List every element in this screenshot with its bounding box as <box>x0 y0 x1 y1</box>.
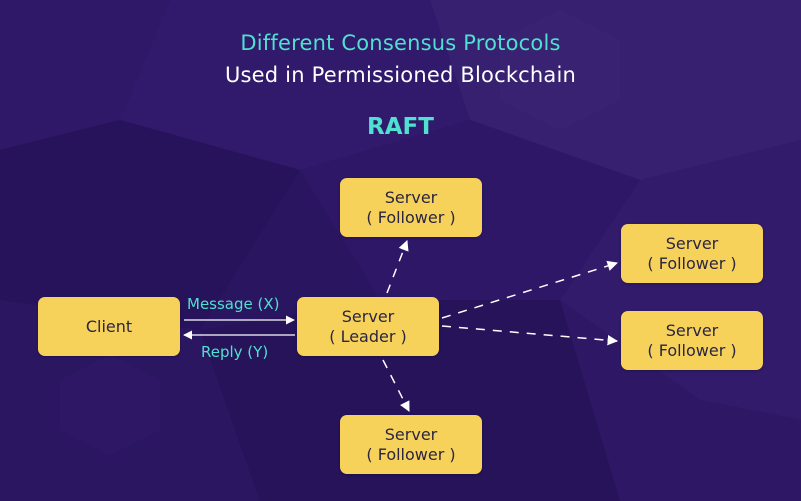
follower-right-1-role: ( Follower ) <box>647 253 737 273</box>
follower-bottom-title: Server <box>384 424 438 444</box>
client-node: Client <box>38 297 180 356</box>
follower-right-2-title: Server <box>665 320 719 340</box>
message-edge-label: Message (X) <box>187 295 280 313</box>
follower-top-title: Server <box>384 187 438 207</box>
follower-server-node-right-1: Server ( Follower ) <box>621 224 763 283</box>
follower-right-2-role: ( Follower ) <box>647 340 737 360</box>
diagram-title-line-1: Different Consensus Protocols <box>240 31 561 55</box>
follower-server-node-top: Server ( Follower ) <box>340 178 482 237</box>
follower-top-role: ( Follower ) <box>366 207 456 227</box>
reply-edge-label: Reply (Y) <box>201 343 269 361</box>
edge-leader-to-follower-top <box>386 240 409 294</box>
edge-leader-to-follower-right-1 <box>441 260 619 319</box>
leader-node-title: Server <box>341 306 395 326</box>
protocol-label: RAFT <box>367 114 434 140</box>
edge-leader-to-follower-right-2 <box>441 325 619 346</box>
follower-server-node-bottom: Server ( Follower ) <box>340 415 482 474</box>
follower-server-node-right-2: Server ( Follower ) <box>621 311 763 370</box>
edge-leader-to-follower-bottom <box>382 359 410 412</box>
leader-node-role: ( Leader ) <box>329 326 407 346</box>
diagram-title-line-2: Used in Permissioned Blockchain <box>224 63 577 87</box>
follower-right-1-title: Server <box>665 233 719 253</box>
follower-bottom-role: ( Follower ) <box>366 444 456 464</box>
client-node-label: Client <box>85 316 133 336</box>
leader-server-node: Server ( Leader ) <box>297 297 439 356</box>
